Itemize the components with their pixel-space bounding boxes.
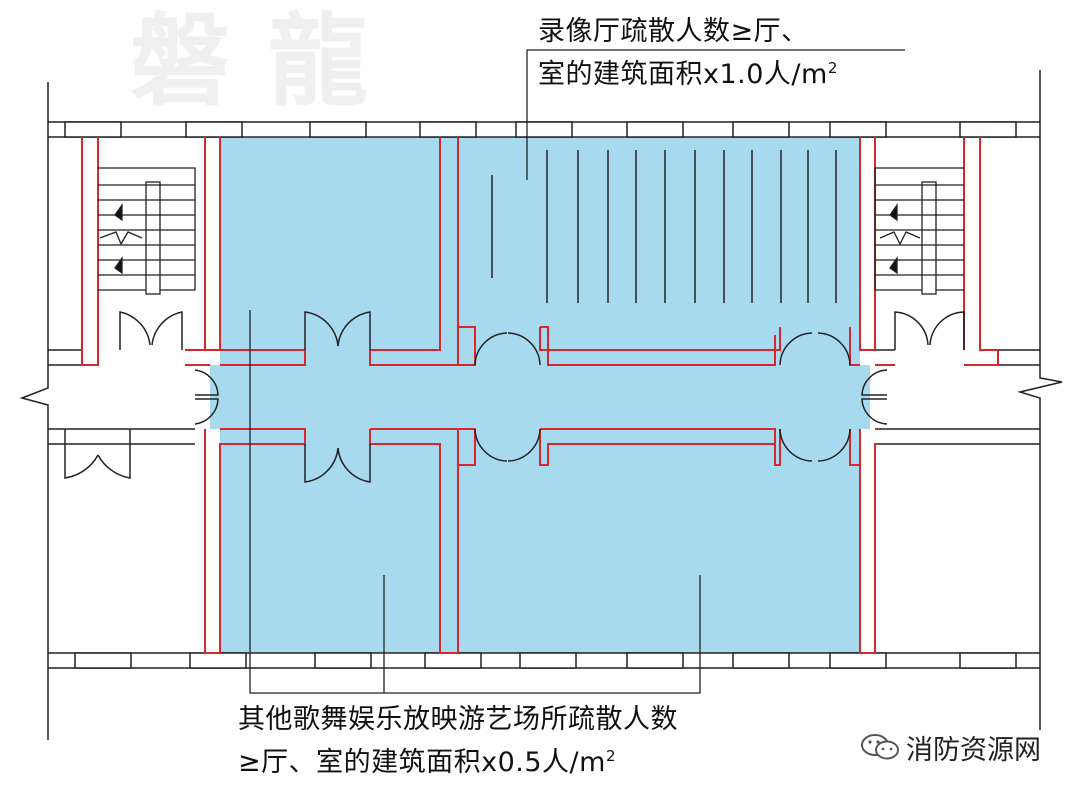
brand-watermark: 磐龍: [130, 2, 406, 120]
source-watermark: 消防资源网: [860, 732, 1041, 771]
seat-rows: [491, 150, 837, 303]
annotation-bottom-text: ≥厅、室的建筑面积x0.5人/m: [238, 747, 606, 778]
annotation-bottom-unit-exponent: 2: [605, 747, 616, 765]
right-staircase: [874, 167, 964, 295]
annotation-top: 录像厅疏散人数≥厅、 室的建筑面积x1.0人/m2: [538, 14, 838, 93]
annotation-top-line1: 录像厅疏散人数≥厅、: [538, 16, 809, 47]
annotation-bottom-line2: ≥厅、室的建筑面积x0.5人/m2: [238, 738, 678, 781]
watermark-text: 消防资源网: [906, 735, 1041, 766]
break-lines: [19, 365, 1063, 429]
corridor-fill: [210, 365, 870, 429]
highlighted-area: [210, 137, 870, 653]
annotation-top-unit-exponent: 2: [827, 59, 838, 77]
leader-lines: [249, 49, 905, 694]
wechat-icon: [860, 732, 900, 771]
door-swings: [64, 311, 965, 483]
annotation-top-text: 室的建筑面积x1.0人/m: [538, 59, 828, 90]
annotation-bottom-line1: 其他歌舞娱乐放映游艺场所疏散人数: [238, 704, 678, 735]
left-staircase: [98, 167, 196, 295]
windows: [64, 121, 1017, 669]
annotation-top-line2: 室的建筑面积x1.0人/m2: [538, 50, 838, 93]
annotation-bottom: 其他歌舞娱乐放映游艺场所疏散人数 ≥厅、室的建筑面积x0.5人/m2: [238, 702, 678, 781]
fire-walls: [81, 137, 999, 654]
